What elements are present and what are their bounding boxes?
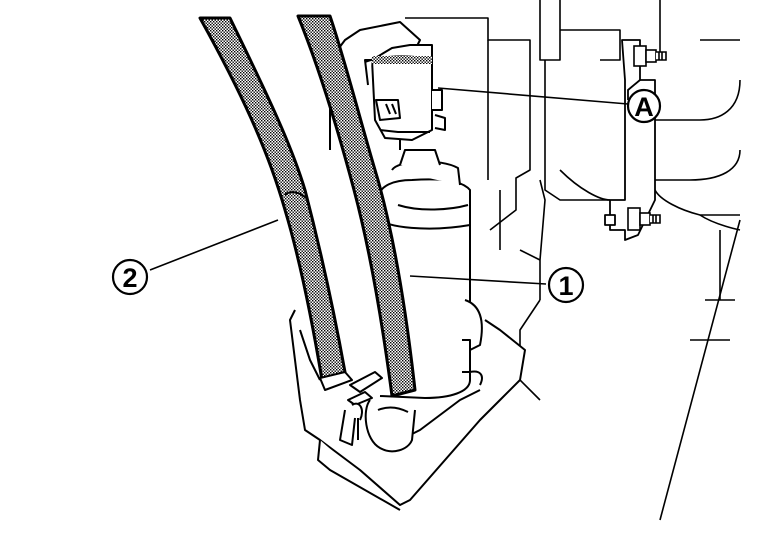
bolt-lower <box>627 207 661 231</box>
callout-1-circle <box>547 266 585 304</box>
leader-line-2 <box>149 219 279 271</box>
body-structure <box>405 0 741 521</box>
leader-line-1 <box>409 275 547 285</box>
callout-a: A <box>626 88 662 124</box>
callout-2-label: 2 <box>122 263 137 293</box>
leader-line-a <box>437 87 629 105</box>
bolt-upper <box>633 45 667 67</box>
connector-seal <box>372 56 432 64</box>
callout-a-circle <box>626 88 662 124</box>
callout-2-circle <box>111 258 149 296</box>
hose-clip <box>319 371 416 453</box>
callout-a-label: A <box>634 92 654 122</box>
callout-2: 2 <box>111 258 149 296</box>
leader-lines <box>149 87 629 285</box>
callout-1: 1 <box>547 266 585 304</box>
washer-hose-right <box>296 14 417 398</box>
callout-1-label: 1 <box>558 271 573 301</box>
